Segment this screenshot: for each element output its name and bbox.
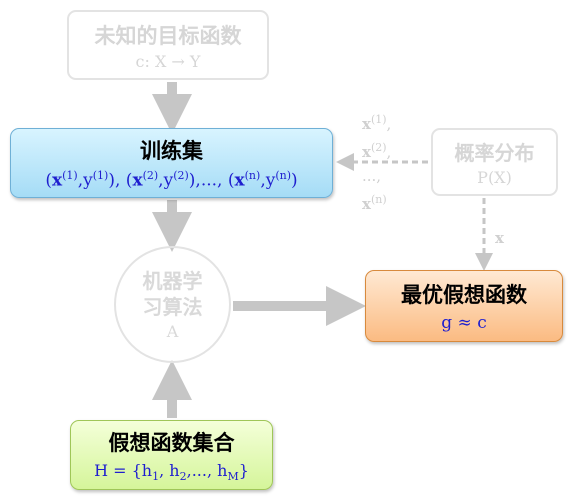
target-function-formula: c: X → Y bbox=[135, 51, 201, 71]
training-set-formula: (x(1),y(1)), (x(2),y(2)),..., (x(n),y(n)… bbox=[45, 169, 298, 191]
probability-distribution-box: 概率分布 P(X) bbox=[431, 128, 558, 196]
x-arrow-label: x bbox=[495, 229, 504, 247]
sample-item: x(n) bbox=[362, 193, 387, 213]
sample-ellipsis: ..., bbox=[362, 167, 382, 185]
learning-algorithm-circle: 机器学 习算法 A bbox=[114, 246, 231, 363]
best-hypothesis-title: 最优假想函数 bbox=[401, 283, 527, 307]
best-hypothesis-box: 最优假想函数 g ≈ c bbox=[365, 270, 563, 342]
training-set-box: 训练集 (x(1),y(1)), (x(2),y(2)),..., (x(n),… bbox=[10, 128, 333, 198]
sample-list: x(1), x(2), ..., x(n) bbox=[362, 108, 422, 216]
target-function-title: 未知的目标函数 bbox=[94, 23, 242, 48]
training-set-title: 训练集 bbox=[140, 139, 203, 164]
sample-item: x(2), bbox=[362, 141, 392, 161]
probability-distribution-title: 概率分布 bbox=[454, 141, 535, 165]
learning-algorithm-line1: 机器学 bbox=[142, 269, 203, 293]
hypothesis-set-formula: H = {h1, h2,..., hM} bbox=[94, 460, 249, 484]
best-hypothesis-formula: g ≈ c bbox=[441, 313, 487, 333]
learning-algorithm-line2: 习算法 bbox=[142, 295, 203, 319]
sample-item: x(1), bbox=[362, 113, 392, 133]
hypothesis-set-box: 假想函数集合 H = {h1, h2,..., hM} bbox=[70, 420, 273, 490]
unknown-target-function-box: 未知的目标函数 c: X → Y bbox=[67, 10, 269, 80]
learning-algorithm-symbol: A bbox=[166, 322, 179, 341]
hypothesis-set-title: 假想函数集合 bbox=[108, 430, 235, 455]
probability-distribution-formula: P(X) bbox=[477, 168, 512, 187]
